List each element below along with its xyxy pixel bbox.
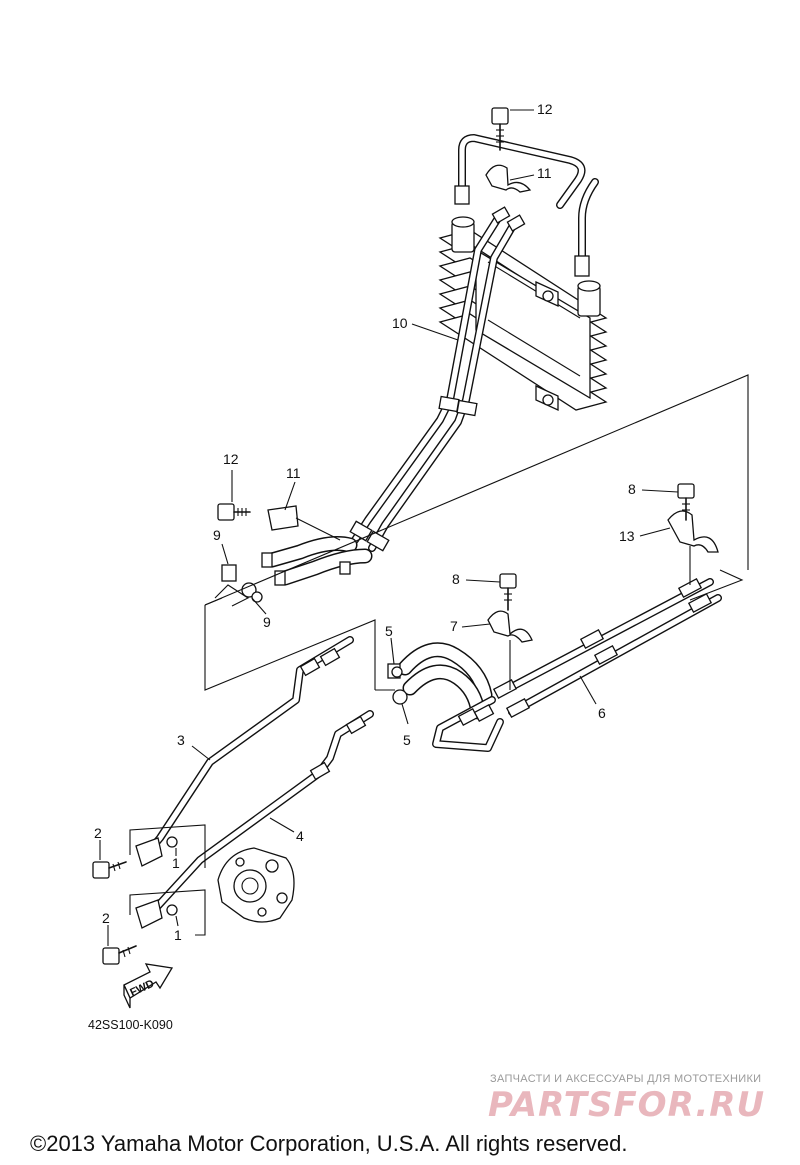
clamp-11-left: [267, 505, 341, 541]
callout-9-bottom: 9: [263, 614, 271, 630]
copyright: ©2013 Yamaha Motor Corporation, U.S.A. A…: [30, 1131, 627, 1156]
callout-9-top: 9: [213, 527, 221, 543]
callout-2-top: 2: [94, 825, 102, 841]
bolt-8-right: [677, 483, 695, 521]
clips-5: [387, 663, 408, 705]
callout-11-top: 11: [537, 165, 552, 181]
callout-3: 3: [177, 732, 185, 748]
callout-5-bottom: 5: [403, 732, 411, 748]
bolt-2-top: [92, 861, 127, 879]
bolt-8-mid: [499, 573, 517, 611]
clamp-7: [487, 610, 533, 690]
callout-12-top: 12: [537, 101, 553, 117]
section-outline: [204, 374, 749, 691]
callout-1-bottom: 1: [174, 927, 182, 943]
clamp-13: [667, 510, 719, 585]
bolt-2-bottom: [102, 945, 137, 965]
clips-9: [221, 564, 263, 603]
center-hoses: [397, 642, 504, 752]
diagram-code: 42SS100-K090: [88, 1018, 173, 1032]
callout-1-top: 1: [172, 855, 180, 871]
callout-8-mid: 8: [452, 571, 460, 587]
pipe-4: [152, 710, 374, 912]
callout-6: 6: [598, 705, 606, 721]
bolt-12-top: [491, 107, 509, 151]
pipe-assembly-6: [492, 578, 722, 718]
callout-4: 4: [296, 828, 304, 844]
left-joint-hoses: [261, 536, 373, 586]
fwd-arrow: FWD: [123, 963, 174, 1009]
lower-pipe-fittings: [129, 824, 206, 936]
callouts: 12 11 10 12 11 9 9 8 13 8 7 5 5 6 3 4 2 …: [94, 101, 636, 943]
callout-10: 10: [392, 315, 408, 331]
callout-7: 7: [450, 618, 458, 634]
callout-13: 13: [619, 528, 635, 544]
engine-case-cover: [217, 847, 295, 923]
callout-8-right: 8: [628, 481, 636, 497]
callout-11-left: 11: [286, 465, 301, 481]
bolt-12-left: [217, 503, 251, 521]
clamp-11-top: [485, 164, 532, 193]
callout-12-left: 12: [223, 451, 239, 467]
callout-5-top: 5: [385, 623, 393, 639]
cooler-top-pipe: [454, 134, 599, 277]
watermark-tagline: ЗАПЧАСТИ И АКСЕССУАРЫ ДЛЯ МОТОТЕХНИКИ: [490, 1073, 761, 1085]
cooler-outlet-pipes: [349, 206, 526, 552]
leader-lines: [99, 109, 679, 946]
callout-2-bottom: 2: [102, 910, 110, 926]
watermark-brand: PARTSFOR.RU: [488, 1085, 765, 1125]
